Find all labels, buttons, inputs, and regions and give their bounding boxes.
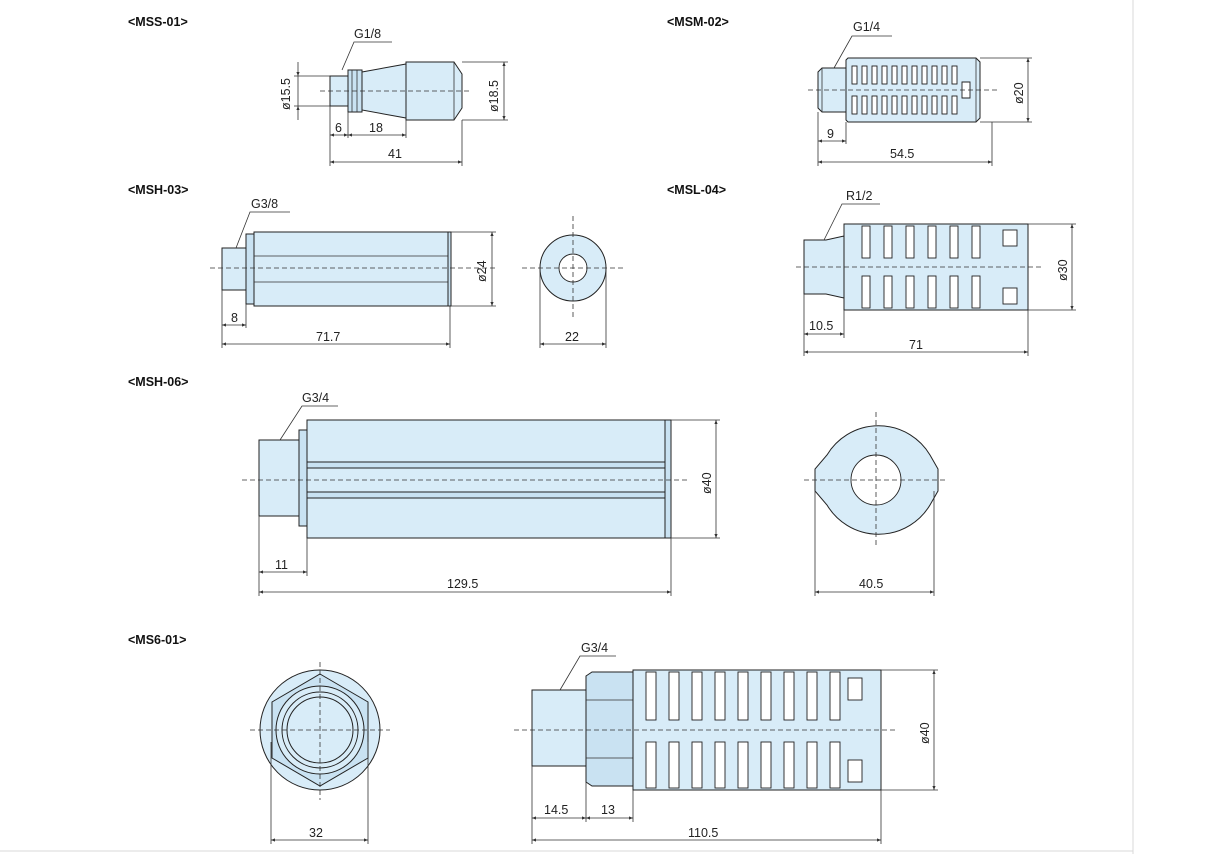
msh-03-thread [221,247,247,291]
msh-06-dim-len: 129.5 [447,577,478,591]
msh-03-body [253,231,449,307]
title-msl-04: <MSL-04> [667,183,726,197]
msh-03-end-width: 22 [565,330,579,344]
mss-01-dia-big: ø18.5 [487,80,501,112]
drawing-mss-01: <MSS-01> G1/8 ø15.5 ø18.5 6 18 [128,15,508,166]
msh-06-dia: ø40 [700,472,714,494]
msh-06-collar [298,429,308,527]
msl-04-dia: ø30 [1056,259,1070,281]
msh-06-thread-label: G3/4 [302,391,329,405]
msm-02-thread-label: G1/4 [853,20,880,34]
msh-03-dim-a: 8 [231,311,238,325]
drawing-msl-04: <MSL-04> R1/2 ø30 10.5 71 [667,183,1076,356]
drawing-msm-02: <MSM-02> G1/4 ø20 9 [667,15,1032,166]
mss-01-dim-len: 41 [388,147,402,161]
title-mss-01: <MSS-01> [128,15,188,29]
title-msh-03: <MSH-03> [128,183,188,197]
msh-06-end-width: 40.5 [859,577,883,591]
msm-02-dim-a: 9 [827,127,834,141]
drawing-msh-03: <MSH-03> G3/8 ø24 8 71.7 22 [128,183,624,348]
msl-04-slots [861,225,1018,309]
ms6-01-dim-a: 14.5 [544,803,568,817]
ms6-01-dim-len: 110.5 [688,826,718,840]
title-msh-06: <MSH-06> [128,375,188,389]
msl-04-dim-len: 71 [909,338,923,352]
ms6-01-thread-label: G3/4 [581,641,608,655]
msh-03-thread-label: G3/8 [251,197,278,211]
msl-04-dim-a: 10.5 [809,319,833,333]
mss-01-dim-b: 18 [369,121,383,135]
title-msm-02: <MSM-02> [667,15,729,29]
msm-02-dim-len: 54.5 [890,147,914,161]
drawing-msh-06: <MSH-06> G3/4 ø40 11 129.5 40.5 [128,375,948,596]
msl-04-thread-label: R1/2 [846,189,872,203]
title-ms6-01: <MS6-01> [128,633,186,647]
msm-02-slots [851,65,971,115]
msh-06-dim-a: 11 [275,558,288,572]
msh-06-thread [258,439,300,517]
msh-03-collar [245,233,255,305]
ms6-01-thread [531,689,587,767]
mss-01-dia-small: ø15.5 [279,78,293,110]
ms6-01-hex-body [585,671,634,787]
ms6-01-dia: ø40 [918,722,932,744]
msm-02-dia: ø20 [1012,82,1026,104]
msh-03-dim-len: 71.7 [316,330,340,344]
drawing-ms6-01: <MS6-01> 32 [128,633,938,844]
ms6-01-dim-b: 13 [601,803,615,817]
mss-01-thread-label: G1/8 [354,27,381,41]
msh-03-dia: ø24 [475,260,489,282]
msh-06-body [306,419,666,539]
ms6-01-end-width: 32 [309,826,323,840]
mss-01-dim-a: 6 [335,121,342,135]
ms6-01-slots [645,671,863,789]
